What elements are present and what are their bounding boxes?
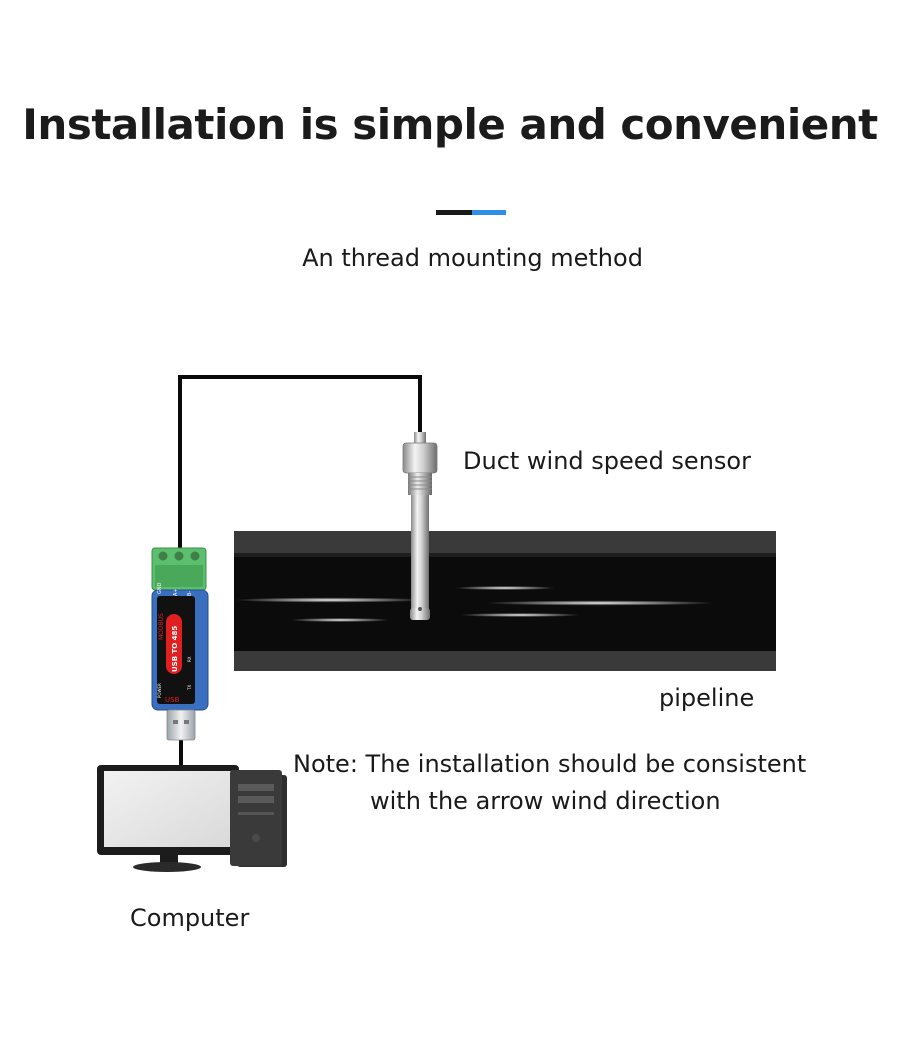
converter-brand-label: MODBUS: [158, 613, 165, 640]
airflow-streak: [235, 597, 425, 603]
page-title: Installation is simple and convenient: [22, 100, 878, 149]
computer: [97, 765, 287, 872]
monitor-screen: [104, 771, 232, 847]
pipeline-label: pipeline: [659, 684, 755, 712]
computer-label: Computer: [130, 904, 250, 932]
divider-blue-segment: [472, 210, 506, 215]
airflow-streak: [290, 618, 390, 622]
divider-dark-segment: [436, 210, 472, 215]
subtitle: An thread mounting method: [302, 244, 643, 272]
usb-to-485-converter: GND A+ B- MODBUS USB TO 485 POWER TX RX …: [151, 547, 209, 741]
converter-terminal-label: B-: [187, 591, 193, 596]
note-line-2: with the arrow wind direction: [370, 787, 721, 815]
airflow-streak: [455, 586, 555, 590]
terminal-screw: [174, 551, 184, 561]
converter-usb-label: USB: [165, 696, 180, 704]
duct-wind-speed-sensor: [402, 432, 438, 620]
converter-power-label: POWER: [157, 683, 162, 698]
pipeline: [234, 531, 776, 671]
converter-rx-label: RX: [187, 656, 192, 662]
monitor-stand: [133, 862, 201, 872]
title-divider: [436, 210, 506, 215]
drive-bay: [238, 784, 274, 791]
terminal-screw: [158, 551, 168, 561]
usb-plug: [166, 709, 196, 741]
power-button-icon: [252, 834, 260, 842]
converter-terminal-label: GND: [157, 582, 163, 594]
sensor-label: Duct wind speed sensor: [463, 447, 751, 475]
terminal-screw: [190, 551, 200, 561]
converter-terminal-label: A+: [173, 588, 179, 596]
installation-note: Note: The installation should be consist…: [293, 746, 806, 820]
converter-model-label: USB TO 485: [171, 626, 179, 672]
note-line-1: Note: The installation should be consist…: [293, 750, 807, 778]
drive-bay: [238, 796, 274, 803]
signal-cable: [178, 375, 422, 560]
airflow-streak: [485, 600, 715, 606]
converter-tx-label: TX: [187, 685, 192, 691]
airflow-streak: [460, 613, 580, 617]
